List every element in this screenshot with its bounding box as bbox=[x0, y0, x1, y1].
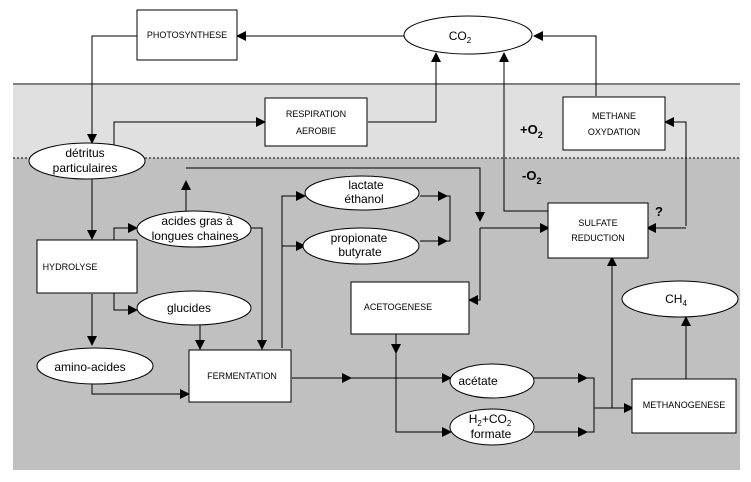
plus-o2-label: +O2 bbox=[520, 122, 543, 140]
methanogenese-label: METHANOGENESE bbox=[643, 400, 726, 410]
question-mark: ? bbox=[655, 204, 663, 219]
node-h2-co2-formate: H2+CO2 formate bbox=[449, 408, 535, 446]
hydrolyse-label: HYDROLYSE bbox=[43, 262, 98, 272]
sulfate-label-2: REDUCTION bbox=[571, 233, 625, 243]
minus-o2-label: -O2 bbox=[522, 168, 541, 186]
connectors bbox=[87, 31, 691, 437]
node-amino-acides: amino-acides bbox=[36, 347, 154, 385]
acetogenese-label: ACETOGENESE bbox=[364, 302, 432, 312]
node-photosynthese: PHOTOSYNTHESE bbox=[136, 9, 238, 61]
acetate-label: acétate bbox=[458, 374, 498, 388]
node-methane-oxydation: METHANE OXYDATION bbox=[562, 96, 666, 151]
node-acetate: acétate bbox=[449, 363, 535, 399]
acides-label-1: acides gras à bbox=[161, 214, 233, 228]
methane-oxy-label-2: OXYDATION bbox=[588, 127, 640, 137]
lactate-label-2: éthanol bbox=[344, 192, 383, 206]
node-methanogenese: METHANOGENESE bbox=[631, 378, 737, 434]
propionate-label-1: propionate bbox=[331, 231, 388, 245]
node-ch4: CH4 bbox=[621, 280, 739, 318]
methane-oxy-label-1: METHANE bbox=[592, 111, 636, 121]
glucides-label: glucides bbox=[167, 301, 211, 315]
node-acides-gras: acides gras à longues chaines bbox=[136, 210, 252, 248]
sulfate-label-1: SULFATE bbox=[578, 218, 617, 228]
node-glucides: glucides bbox=[136, 290, 252, 326]
h2-co2-label: H2+CO2 bbox=[469, 412, 512, 428]
node-hydrolyse: HYDROLYSE bbox=[36, 239, 138, 294]
photosynthese-label: PHOTOSYNTHESE bbox=[147, 30, 227, 40]
detritus-label-1: détritus bbox=[65, 146, 104, 160]
node-lactate: lactate éthanol bbox=[304, 175, 420, 211]
respiration-label-1: RESPIRATION bbox=[286, 109, 346, 119]
co2-label: CO2 bbox=[449, 29, 472, 45]
node-co2: CO2 bbox=[403, 15, 533, 55]
respiration-label-2: AEROBIE bbox=[296, 126, 336, 136]
node-sulfate-reduction: SULFATE REDUCTION bbox=[547, 202, 649, 259]
detritus-label-2: particulaires bbox=[53, 161, 118, 175]
acides-label-2: longues chaines bbox=[152, 229, 239, 243]
node-respiration-aerobie: RESPIRATION AEROBIE bbox=[264, 97, 368, 147]
formate-label: formate bbox=[471, 427, 512, 441]
lactate-label-1: lactate bbox=[348, 178, 384, 192]
ch4-label: CH4 bbox=[665, 292, 687, 308]
propionate-label-2: butyrate bbox=[338, 245, 382, 259]
amino-label: amino-acides bbox=[54, 360, 125, 374]
node-acetogenese: ACETOGENESE bbox=[350, 281, 470, 335]
node-propionate: propionate butyrate bbox=[302, 227, 420, 265]
node-fermentation: FERMENTATION bbox=[188, 349, 292, 403]
node-detritus: détritus particulaires bbox=[28, 142, 146, 180]
fermentation-label: FERMENTATION bbox=[207, 371, 277, 381]
